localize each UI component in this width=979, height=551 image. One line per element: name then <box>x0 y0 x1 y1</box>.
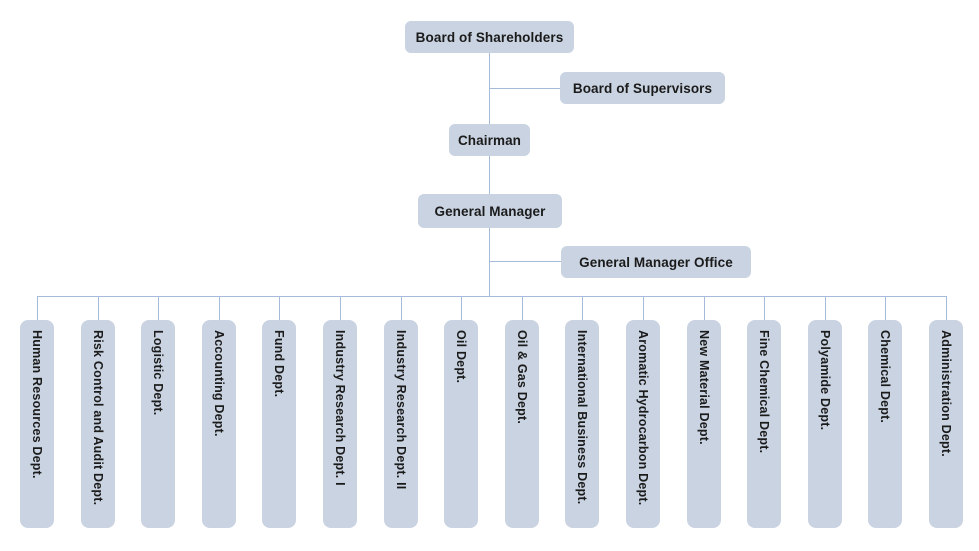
node-board-of-shareholders: Board of Shareholders <box>405 21 574 53</box>
department-label: Chemical Dept. <box>878 330 892 424</box>
connector-department-drop <box>885 296 886 321</box>
connector-supervisors-branch <box>490 88 560 89</box>
department-label: Risk Control and Audit Dept. <box>91 330 105 506</box>
connector-departments-rail <box>37 296 946 297</box>
connector-gm-office-branch <box>490 261 561 262</box>
department-label: Oil Dept. <box>454 330 468 384</box>
department-box: Accounting Dept. <box>202 320 236 528</box>
department-label: Industry Research Dept. II <box>394 330 408 490</box>
connector-department-drop <box>340 296 341 321</box>
department-box: Industry Research Dept. I <box>323 320 357 528</box>
department-label: Accounting Dept. <box>212 330 226 437</box>
connector-department-drop <box>98 296 99 321</box>
department-label: Polyamide Dept. <box>818 330 832 431</box>
department-label: Fine Chemical Dept. <box>757 330 771 454</box>
department-box: Fine Chemical Dept. <box>747 320 781 528</box>
node-general-manager: General Manager <box>418 194 562 228</box>
department-box: Industry Research Dept. II <box>384 320 418 528</box>
department-box: Logistic Dept. <box>141 320 175 528</box>
department-label: Logistic Dept. <box>151 330 165 416</box>
connector-department-drop <box>461 296 462 321</box>
department-label: International Business Dept. <box>575 330 589 505</box>
department-box: Chemical Dept. <box>868 320 902 528</box>
department-label: Aromatic Hydrocarbon Dept. <box>636 330 650 506</box>
department-label: Industry Research Dept. I <box>333 330 347 486</box>
department-box: International Business Dept. <box>565 320 599 528</box>
department-label: Oil & Gas Dept. <box>515 330 529 424</box>
department-box: Fund Dept. <box>262 320 296 528</box>
connector-department-drop <box>37 296 38 321</box>
node-chairman: Chairman <box>449 124 530 156</box>
connector-department-drop <box>279 296 280 321</box>
connector-department-drop <box>704 296 705 321</box>
department-label: Human Resources Dept. <box>30 330 44 479</box>
connector-department-drop <box>401 296 402 321</box>
department-label: New Material Dept. <box>697 330 711 445</box>
connector-department-drop <box>643 296 644 321</box>
connector-department-drop <box>158 296 159 321</box>
connector-department-drop <box>946 296 947 321</box>
connector-department-drop <box>582 296 583 321</box>
connector-department-drop <box>522 296 523 321</box>
department-box: Oil Dept. <box>444 320 478 528</box>
connector-department-drop <box>825 296 826 321</box>
department-label: Administration Dept. <box>939 330 953 457</box>
department-box: Aromatic Hydrocarbon Dept. <box>626 320 660 528</box>
department-box: Polyamide Dept. <box>808 320 842 528</box>
department-box: Administration Dept. <box>929 320 963 528</box>
connector-department-drop <box>764 296 765 321</box>
department-box: Risk Control and Audit Dept. <box>81 320 115 528</box>
department-box: New Material Dept. <box>687 320 721 528</box>
department-box: Oil & Gas Dept. <box>505 320 539 528</box>
connector-center-spine <box>489 53 490 296</box>
department-box: Human Resources Dept. <box>20 320 54 528</box>
node-board-of-supervisors: Board of Supervisors <box>560 72 725 104</box>
department-label: Fund Dept. <box>272 330 286 398</box>
connector-department-drop <box>219 296 220 321</box>
node-general-manager-office: General Manager Office <box>561 246 751 278</box>
